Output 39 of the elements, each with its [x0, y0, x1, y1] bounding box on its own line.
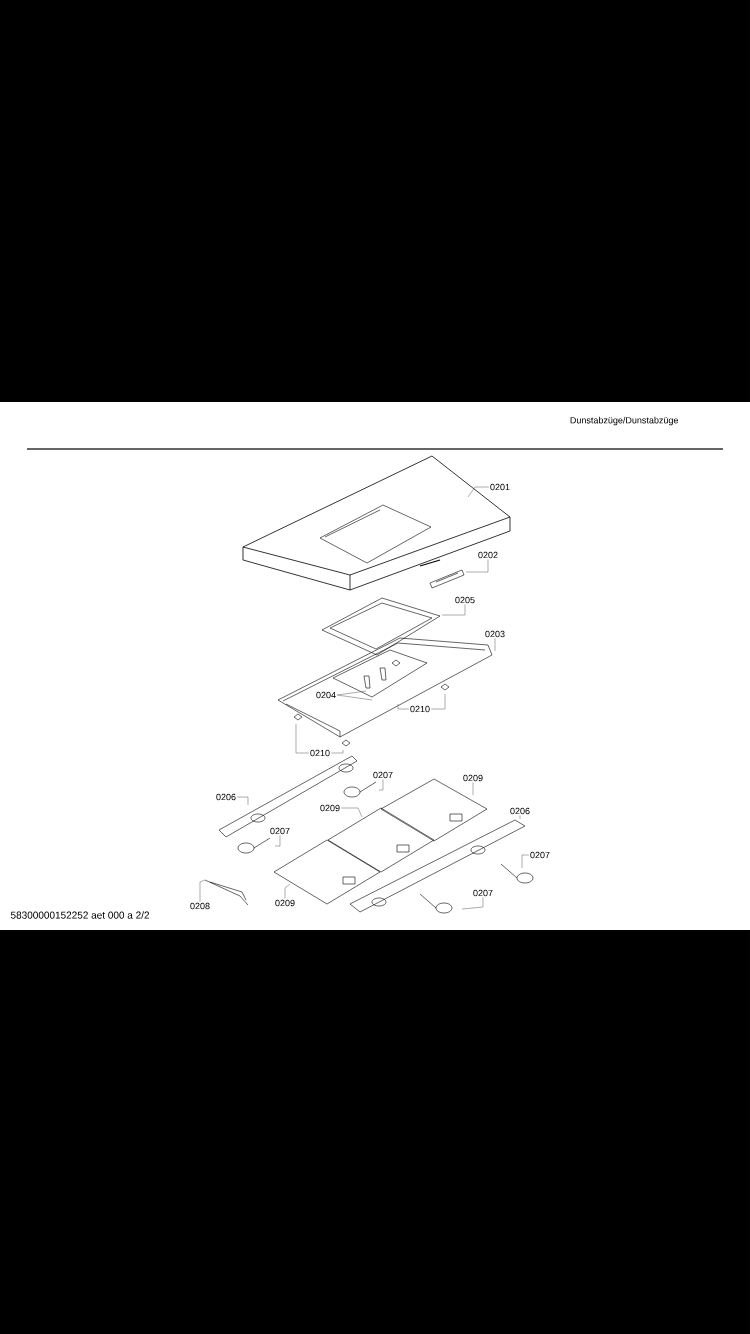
leader-line: [284, 883, 291, 899]
callout-number: 0201: [490, 483, 510, 491]
leader-line: [430, 693, 446, 710]
leader-line: [465, 559, 489, 573]
leader-line: [236, 796, 249, 806]
callout-number: 0204: [316, 691, 336, 699]
leader-line: [461, 897, 484, 910]
header-text: Dunstabzüge/Dunstabzüge: [570, 416, 679, 426]
callout-number: 0202: [478, 551, 498, 559]
callout-number: 0207: [373, 771, 393, 779]
leader-line: [378, 779, 384, 791]
leader-line: [521, 854, 530, 869]
leader-line: [472, 782, 474, 796]
leader-line: [295, 723, 310, 754]
leader-line: [519, 815, 521, 820]
leader-line: [199, 879, 206, 902]
callout-number: 0203: [485, 630, 505, 638]
leader-line: [274, 835, 281, 847]
callout-number: 0207: [473, 889, 493, 897]
callout-number: 0210: [310, 749, 330, 757]
callout-number: 0208: [190, 902, 210, 910]
callout-number: 0209: [275, 899, 295, 907]
leader-line: [441, 604, 466, 616]
callout-number: 0209: [320, 804, 340, 812]
leader-line: [494, 638, 496, 652]
leader-line: [467, 486, 490, 498]
leader-line: [330, 749, 344, 754]
callout-number: 0206: [216, 793, 236, 801]
leader-line: [340, 807, 363, 818]
leader-line: [336, 690, 367, 696]
callout-number: 0209: [463, 774, 483, 782]
callout-number: 0207: [530, 851, 550, 859]
leader-line: [336, 694, 373, 701]
document-number: 58300000152252 aet 000 a 2/2: [10, 911, 150, 919]
callout-number: 0206: [510, 807, 530, 815]
callout-number: 0205: [455, 596, 475, 604]
callout-number: 0210: [410, 705, 430, 713]
callout-number: 0207: [270, 827, 290, 835]
leader-line: [397, 703, 410, 710]
